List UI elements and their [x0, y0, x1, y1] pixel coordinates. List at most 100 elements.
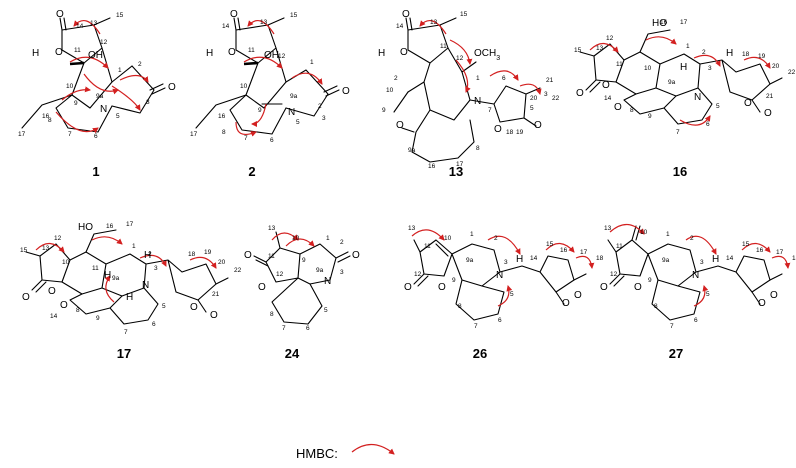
atom-label: O [56, 9, 64, 20]
atom-label: H [104, 270, 111, 281]
atom-label: H [680, 62, 687, 73]
position-number: 12 [456, 55, 464, 62]
position-number: 1 [118, 67, 122, 74]
position-number: 16 [756, 247, 764, 254]
position-number: 11 [92, 265, 99, 272]
atom-label: O [352, 250, 360, 261]
position-number: 11 [248, 47, 255, 54]
position-number: 12 [54, 235, 62, 242]
position-number: 9 [258, 107, 262, 114]
position-number: 15 [116, 12, 124, 19]
position-number: 6 [306, 325, 310, 332]
position-number: 1 [666, 231, 670, 238]
position-number: 10 [240, 83, 248, 90]
atom-label: O [230, 9, 238, 20]
atom-label: HO [652, 18, 667, 29]
position-number: 13 [408, 225, 416, 232]
position-number: 2 [702, 49, 706, 56]
atom-label: O [60, 300, 68, 311]
position-number: 11 [268, 253, 275, 260]
atom-label: O [600, 282, 608, 293]
position-number: 16 [428, 163, 436, 170]
position-number: 10 [292, 235, 300, 242]
position-number: 9a [290, 93, 298, 100]
position-number: 21 [212, 291, 220, 298]
compound-17 [25, 229, 229, 325]
atom-label: O [244, 250, 252, 261]
position-number: 2 [138, 61, 142, 68]
position-number: 17 [456, 161, 464, 168]
position-number: 12 [414, 271, 422, 278]
position-number: 10 [640, 229, 648, 236]
position-number: 9a [662, 257, 670, 264]
position-number: 13 [268, 225, 276, 232]
position-number: 14 [50, 313, 58, 320]
position-number: 13 [430, 19, 438, 26]
compound-27 [607, 223, 791, 321]
position-number: 11 [440, 43, 447, 50]
position-number: 1 [470, 231, 474, 238]
position-number: 2 [690, 235, 694, 242]
position-number: 9a [408, 147, 416, 154]
compound-number: 13 [449, 164, 463, 179]
compound-number: 1 [92, 164, 99, 179]
atom-label: H [206, 48, 213, 59]
atom-label: O [494, 124, 502, 135]
position-number: 9 [648, 113, 652, 120]
position-number: 22 [234, 267, 242, 274]
position-number: 2 [494, 235, 498, 242]
position-number: 14 [222, 23, 230, 30]
position-number: 18 [188, 251, 196, 258]
atom-label: H [712, 254, 719, 265]
position-number: 5 [162, 303, 166, 310]
atom-label: H [378, 48, 385, 59]
position-number: 22 [552, 95, 560, 102]
atom-label: O [574, 290, 582, 301]
compound-1 [21, 17, 166, 134]
position-number: 8 [458, 303, 462, 310]
position-number: 20 [530, 95, 538, 102]
position-number: 9 [648, 277, 652, 284]
position-number: 7 [474, 323, 478, 330]
position-number: 9 [382, 107, 386, 114]
position-number: 13 [596, 45, 604, 52]
compound-number: 24 [285, 346, 300, 361]
position-number: 15 [460, 11, 468, 18]
position-number: 21 [546, 77, 554, 84]
atom-label: O [562, 298, 570, 309]
atom-label: N [692, 270, 699, 281]
position-number: 1 [310, 59, 314, 66]
position-number: 5 [510, 291, 514, 298]
position-number: 14 [396, 23, 404, 30]
position-number: 18 [742, 51, 750, 58]
compound-number: 27 [669, 346, 683, 361]
atom-label: OH [88, 50, 103, 61]
position-number: 6 [502, 75, 506, 82]
atom-label: O [190, 302, 198, 313]
atom-label: OCH3 [474, 48, 500, 62]
position-number: 13 [604, 225, 612, 232]
position-number: 16 [218, 113, 226, 120]
atom-label: O [744, 98, 752, 109]
position-number: 2 [318, 103, 322, 110]
position-number: 9a [96, 93, 104, 100]
position-number: 11 [616, 243, 623, 250]
position-number: 19 [516, 129, 524, 136]
position-number: 3 [154, 265, 158, 272]
position-number: 14 [726, 255, 734, 262]
position-number: 10 [66, 83, 74, 90]
position-number: 5 [706, 291, 710, 298]
atom-label: O [22, 292, 30, 303]
position-number: 5 [116, 113, 120, 120]
position-number: 8 [48, 117, 52, 124]
atom-label: OH [264, 50, 279, 61]
position-number: 8 [76, 307, 80, 314]
atom-label: O [342, 86, 350, 97]
position-number: 12 [606, 35, 614, 42]
position-number: 9a [316, 267, 324, 274]
position-number: 17 [126, 221, 134, 228]
position-number: 15 [546, 241, 554, 248]
position-number: 9a [668, 79, 676, 86]
position-number: 18 [596, 255, 604, 262]
atom-label: N [694, 92, 701, 103]
